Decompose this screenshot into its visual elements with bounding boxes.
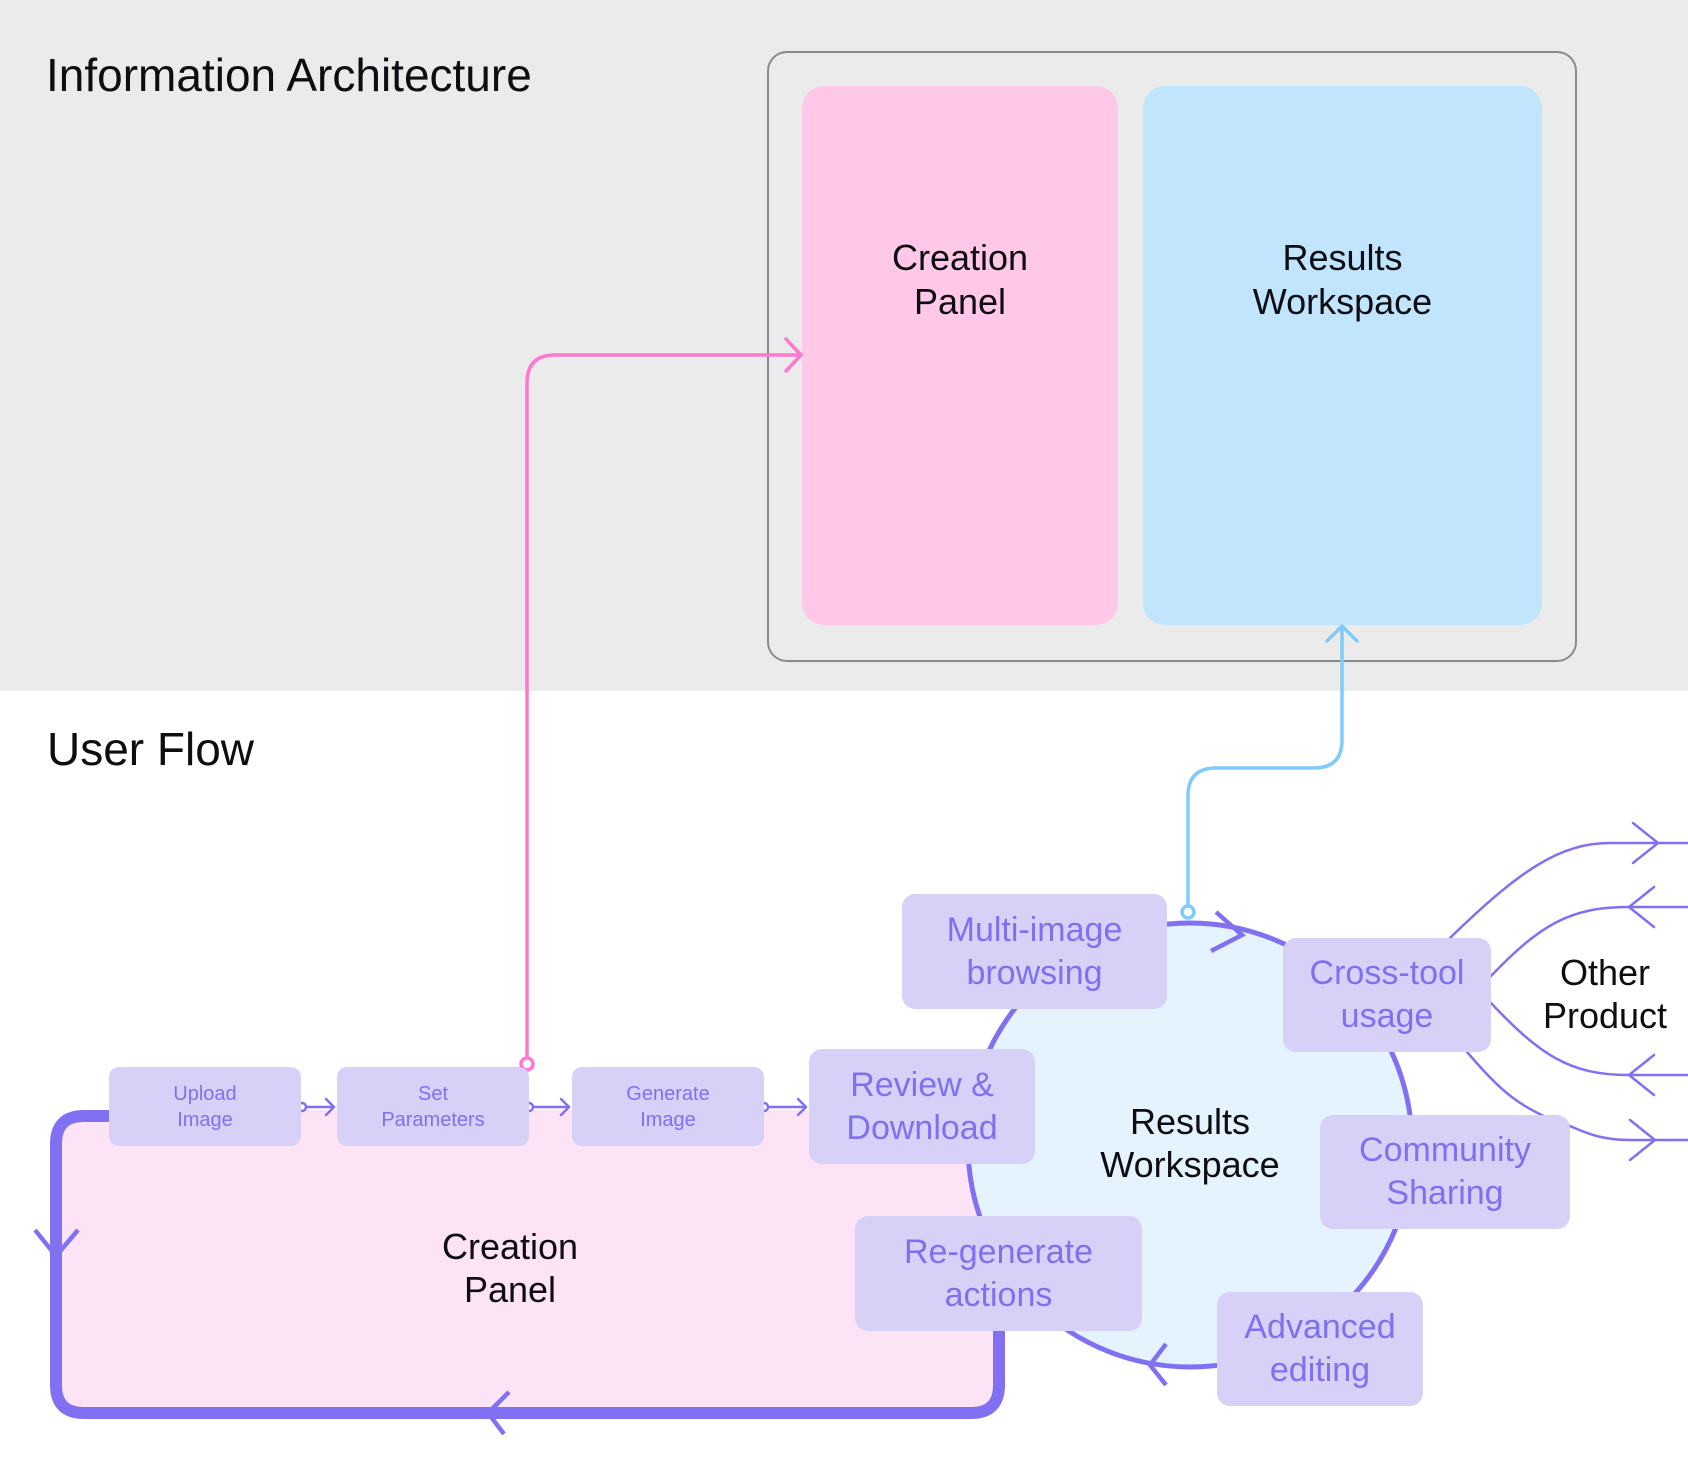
- ia-results-workspace-label: Results Workspace: [1252, 236, 1433, 322]
- creation-loop: [50, 1110, 1005, 1419]
- export-arrow-top-icon: [1631, 821, 1660, 865]
- import-arrow-bottom-icon: [1627, 1053, 1656, 1097]
- creation-link-arrow-icon: [784, 337, 803, 373]
- action-regenerate[interactable]: Re-generate actions: [855, 1216, 1142, 1331]
- information-architecture-title: Information Architecture: [46, 49, 532, 101]
- import-link-bottom: [1489, 1001, 1688, 1077]
- other-product-label: Other Product: [1542, 952, 1668, 1036]
- export-link-top: [1448, 841, 1688, 940]
- flow-results-workspace-label: Results Workspace: [1100, 1101, 1280, 1185]
- ia-creation-panel[interactable]: Creation Panel: [802, 86, 1118, 625]
- flow-creation-panel-label: Creation Panel: [441, 1226, 579, 1310]
- step-upload-image[interactable]: Upload Image: [109, 1067, 301, 1146]
- results-link-arrow-icon: [1325, 624, 1359, 643]
- creation-link-connector: [519, 337, 803, 1072]
- step-connector-1-arrow-icon: [324, 1097, 336, 1117]
- step-connector-3-arrow-icon: [796, 1097, 808, 1117]
- step-set-parameters[interactable]: Set Parameters: [337, 1067, 529, 1146]
- action-review-download[interactable]: Review & Download: [809, 1049, 1035, 1164]
- results-link-connector: [1180, 624, 1359, 920]
- step-connector-2-arrow-icon: [559, 1097, 571, 1117]
- import-link-top: [1489, 905, 1688, 978]
- ring-clockwise-arrow-icon: [1209, 910, 1246, 953]
- loop-down-arrow-icon: [33, 1228, 80, 1260]
- export-arrow-bottom-icon: [1628, 1118, 1657, 1162]
- ia-results-workspace[interactable]: Results Workspace: [1143, 86, 1542, 625]
- step-generate-image[interactable]: Generate Image: [572, 1067, 764, 1146]
- action-community-sharing[interactable]: Community Sharing: [1320, 1115, 1570, 1229]
- ring-return-arrow-icon: [1147, 1342, 1168, 1387]
- ia-creation-panel-label: Creation Panel: [891, 236, 1029, 322]
- action-advanced-editing[interactable]: Advanced editing: [1217, 1292, 1423, 1406]
- loop-left-arrow-icon: [485, 1390, 511, 1436]
- action-multi-image-browsing[interactable]: Multi-image browsing: [902, 894, 1167, 1009]
- action-cross-tool-usage[interactable]: Cross-tool usage: [1283, 938, 1491, 1052]
- results-link-origin-dot: [1180, 904, 1196, 920]
- import-arrow-top-icon: [1627, 885, 1656, 929]
- user-flow-title: User Flow: [47, 723, 255, 775]
